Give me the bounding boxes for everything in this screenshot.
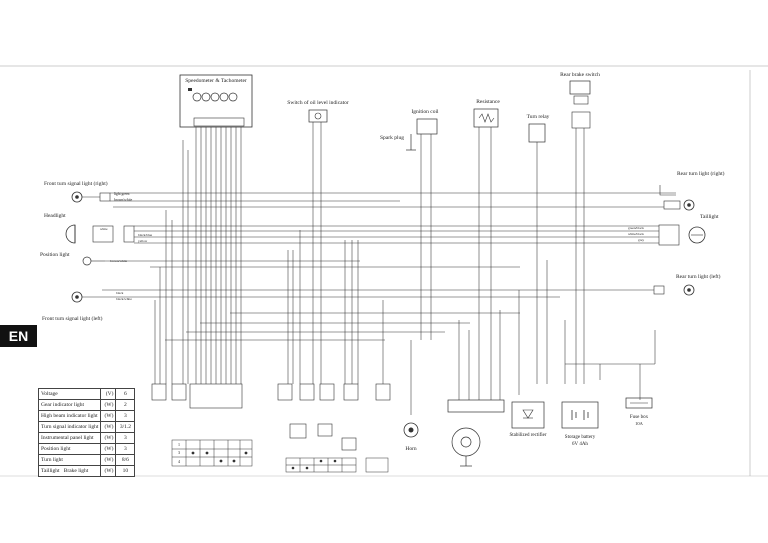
spec-value: 2 xyxy=(115,399,136,411)
front-turn-right: Front turn signal light (right) light gr… xyxy=(44,180,133,203)
spec-value: 3 xyxy=(115,443,136,455)
spec-table-body: Voltage (V) 6 Gear indicator light (W) 2… xyxy=(37,388,136,477)
spec-row: Gear indicator light (W) 2 xyxy=(37,399,136,411)
spec-unit: (W) xyxy=(100,443,117,455)
spec-value: 10 xyxy=(115,465,136,477)
spec-item: High beam indicator light xyxy=(37,410,102,422)
spec-unit: (V) xyxy=(100,388,117,400)
spec-item: Turn light xyxy=(37,454,102,466)
col-mark-1: 1 xyxy=(178,442,180,447)
rear-turn-right-label: Rear turn light (right) xyxy=(677,170,725,177)
position-light-label: Position light xyxy=(40,252,70,258)
resistance-label: Resistance xyxy=(476,99,500,105)
rectifier: Stabilized rectifier xyxy=(509,401,547,438)
rear-turn-right: Rear turn light (right) xyxy=(659,170,725,211)
magneto xyxy=(447,399,505,467)
taillight-item: Taillight xyxy=(41,468,60,474)
position-light: Position light brown/white xyxy=(40,252,128,266)
spec-item: Turn signal indicator light xyxy=(37,421,102,433)
spec-unit: (W) xyxy=(100,465,117,477)
fuse-box: Fuse box 10A xyxy=(625,397,653,426)
spec-value: 3/1.2 xyxy=(115,421,136,433)
spec-item: Gear indicator light xyxy=(37,399,102,411)
spark-plug-label: Spark plug xyxy=(380,135,404,141)
wire-black-white-label: black/white xyxy=(116,297,132,301)
spec-value: 3 xyxy=(115,410,136,422)
battery: Storage battery 6V 4Ah xyxy=(561,401,599,447)
switch-grid xyxy=(171,439,389,473)
front-turn-right-label: Front turn signal light (right) xyxy=(44,180,108,187)
rear-brake-switch: Rear brake switch xyxy=(560,72,600,129)
spec-row-taillight: Taillight Brake light (W) 10 xyxy=(37,465,136,477)
wire-yellow-label: yellow xyxy=(138,239,148,243)
spec-unit: (W) xyxy=(100,432,117,444)
front-turn-left: black black/white Front turn signal ligh… xyxy=(42,291,132,322)
wire-white-black-label: white/black xyxy=(628,232,644,236)
spec-value: 8/6 xyxy=(115,454,136,466)
wire-green-black-label: green/black xyxy=(628,226,644,230)
spec-value: 3 xyxy=(115,432,136,444)
col-mark-4: 4 xyxy=(178,459,180,464)
wire-bus-vertical xyxy=(154,122,656,415)
turn-relay: Turn relay xyxy=(527,114,550,143)
spec-row: High beam indicator light (W) 3 xyxy=(37,410,136,422)
fuse-box-label: Fuse box xyxy=(630,415,649,420)
language-tag: EN xyxy=(0,325,37,347)
front-turn-left-label: Front turn signal light (left) xyxy=(42,315,103,322)
headlight-label: Headlight xyxy=(44,213,66,219)
wire-black-blue-label: black/blue xyxy=(138,233,153,237)
resistance: Resistance xyxy=(473,99,500,128)
battery-spec: 6V 4Ah xyxy=(572,442,588,447)
spec-row: Position light (W) 3 xyxy=(37,443,136,455)
spec-item: Voltage xyxy=(37,388,102,400)
horn-label: Horn xyxy=(405,446,417,452)
rear-brake-switch-label: Rear brake switch xyxy=(560,72,600,78)
spec-table: Voltage (V) 6 Gear indicator light (W) 2… xyxy=(37,388,136,477)
battery-label: Storage battery xyxy=(565,435,596,440)
spec-item: Position light xyxy=(37,443,102,455)
horn: Horn xyxy=(403,422,419,452)
switch-grid-marks: 1 3 4 xyxy=(178,442,337,470)
spec-unit: (W) xyxy=(100,410,117,422)
oil-level-switch: Switch of oil level indicator xyxy=(287,99,349,123)
spec-item: Taillight Brake light xyxy=(37,465,102,477)
spec-unit: (W) xyxy=(100,399,117,411)
spec-value: 6 xyxy=(115,388,136,400)
rectifier-label: Stabilized rectifier xyxy=(509,433,546,438)
taillight-label: Taillight xyxy=(700,214,719,220)
wire-brown-white-label: brown/white xyxy=(114,198,133,202)
fuse-spec: 10A xyxy=(635,421,644,426)
wire-light-green-label: light green xyxy=(114,192,130,196)
ignition-coil-label: Ignition coil xyxy=(411,109,439,115)
spec-unit: (W) xyxy=(100,454,117,466)
wire-grey-label: grey xyxy=(638,238,644,242)
rear-turn-left: Rear turn light (left) xyxy=(653,273,721,296)
taillight: Taillight green/black white/black grey xyxy=(628,214,719,246)
rear-turn-left-label: Rear turn light (left) xyxy=(676,273,721,280)
speedometer-label: Speedometer & Tachometer xyxy=(185,78,247,84)
col-mark-2: 3 xyxy=(178,450,180,455)
spec-row: Voltage (V) 6 xyxy=(37,388,136,400)
taillight-sub: Brake light xyxy=(63,468,89,474)
headlight: Headlight white black/blue yellow xyxy=(44,213,153,244)
spec-row: Turn light (W) 8/6 xyxy=(37,454,136,466)
spec-row: Instrumental panel light (W) 3 xyxy=(37,432,136,444)
spec-row: Turn signal indicator light (W) 3/1.2 xyxy=(37,421,136,433)
wire-bus-horizontal xyxy=(102,192,676,380)
speedometer-unit: Speedometer & Tachometer xyxy=(179,74,253,128)
wire-white-label: white xyxy=(100,227,108,231)
spec-item: Instrumental panel light xyxy=(37,432,102,444)
wire-black-label: black xyxy=(116,291,124,295)
spec-unit: (W) xyxy=(100,421,117,433)
ignition-coil: Ignition coil Spark plug xyxy=(380,109,439,151)
turn-relay-label: Turn relay xyxy=(527,114,550,120)
connector-blocks xyxy=(151,383,391,451)
oil-switch-label: Switch of oil level indicator xyxy=(287,99,349,106)
